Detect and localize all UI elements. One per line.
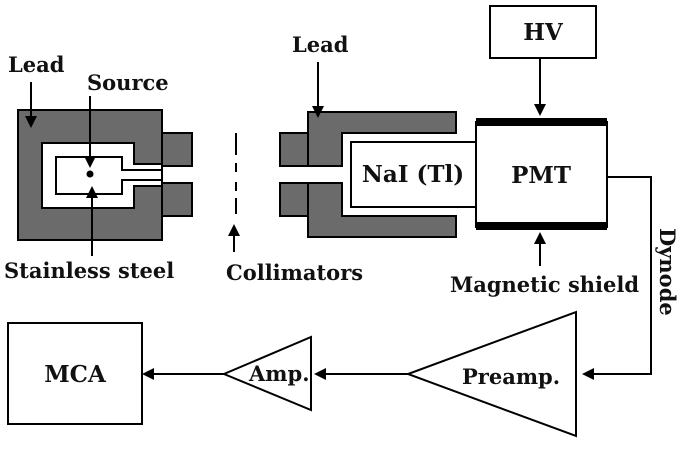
label-dynode: Dynode	[655, 228, 680, 316]
label-mca: MCA	[44, 361, 107, 388]
label-preamp: Preamp.	[462, 364, 560, 389]
label-source: Source	[87, 70, 169, 95]
lead-right-pointer	[312, 106, 324, 118]
preamp-to-amp-arrow	[314, 368, 326, 380]
mca-box	[7, 322, 143, 425]
pmt-assembly	[475, 118, 608, 230]
label-hv: HV	[523, 19, 564, 46]
source-point	[86, 170, 94, 178]
magnetic-shield-bottom	[476, 222, 607, 230]
dynode-arrow	[582, 368, 594, 380]
lead-left-pointer	[25, 116, 37, 128]
amp-to-mca-arrow	[142, 368, 154, 380]
amp-triangle	[221, 335, 312, 412]
source-pointer	[84, 156, 96, 168]
pmt-box	[475, 121, 608, 228]
source-lead-housing	[17, 109, 193, 241]
detector-lead-shield	[279, 111, 457, 238]
label-magnetic-shield: Magnetic shield	[450, 272, 639, 297]
collimators-pointer	[228, 224, 240, 236]
label-stainless-steel: Stainless steel	[4, 258, 174, 283]
source-cavity	[55, 156, 163, 195]
preamp-triangle	[405, 310, 577, 438]
label-lead-left: Lead	[8, 52, 65, 77]
label-pmt: PMT	[511, 162, 571, 189]
detector-lead-bottom	[279, 182, 457, 238]
hv-box	[489, 5, 597, 59]
nai-crystal	[350, 141, 477, 208]
label-nai: NaI (Tl)	[362, 161, 464, 188]
magnetic-shield-top	[476, 118, 607, 126]
lead-collar-bottom	[161, 182, 193, 217]
detector-lead-top	[279, 111, 457, 167]
label-collimators: Collimators	[226, 260, 363, 285]
lead-collar-top	[161, 132, 193, 167]
hv-arrow	[534, 104, 546, 116]
label-amp: Amp.	[248, 361, 310, 386]
dynode-wire	[590, 176, 652, 375]
magnetic-shield-pointer	[534, 232, 546, 244]
label-lead-right: Lead	[292, 32, 349, 57]
stainless-steel-pointer	[86, 186, 98, 198]
